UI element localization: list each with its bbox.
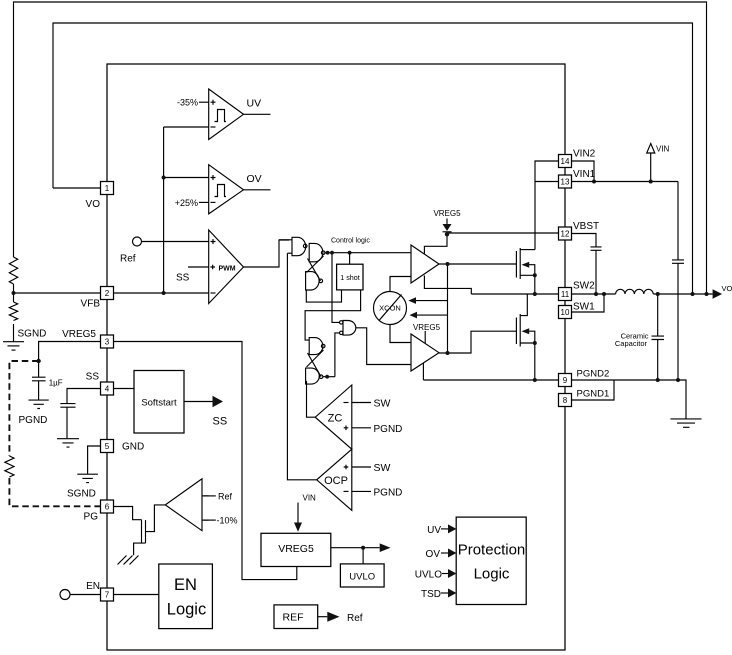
svg-text:14: 14 [561,157,570,166]
svg-text:VBST: VBST [573,221,599,232]
svg-text:1: 1 [105,184,110,193]
svg-text:XCON: XCON [379,304,401,313]
svg-text:+25%: +25% [175,198,198,208]
svg-text:SS: SS [86,372,100,383]
svg-text:5: 5 [105,442,110,451]
svg-text:SGND: SGND [18,329,47,340]
svg-text:VREG5: VREG5 [433,209,461,218]
svg-text:Capacitor: Capacitor [615,339,648,348]
svg-text:PGND: PGND [374,424,403,435]
svg-text:7: 7 [105,591,110,600]
svg-text:PGND1: PGND1 [577,389,610,400]
svg-text:11: 11 [561,290,570,299]
svg-text:4: 4 [105,385,110,394]
svg-text:-10%: -10% [217,516,238,526]
svg-text:VREG5: VREG5 [278,543,314,555]
svg-text:12: 12 [561,230,570,239]
svg-text:UV: UV [247,98,262,110]
svg-text:SW: SW [374,462,391,474]
svg-text:OCP: OCP [324,475,348,487]
svg-text:Ceramic: Ceramic [621,332,649,341]
svg-text:PG: PG [84,512,99,523]
svg-text:10: 10 [561,308,570,317]
svg-text:Control logic: Control logic [331,238,370,245]
svg-text:SW: SW [374,398,391,410]
svg-text:OV: OV [247,173,262,185]
svg-text:PGND: PGND [19,415,48,426]
svg-text:UV: UV [427,525,441,536]
svg-text:Logic: Logic [474,566,510,583]
svg-text:OV: OV [426,549,441,560]
svg-text:TSD: TSD [421,589,441,600]
svg-text:13: 13 [561,178,570,187]
svg-text:VIN2: VIN2 [573,149,596,160]
svg-text:VO: VO [86,199,101,210]
svg-text:Softstart: Softstart [141,398,177,409]
svg-text:EN: EN [86,581,100,592]
svg-text:PGND2: PGND2 [577,369,610,380]
svg-text:VREG5: VREG5 [413,323,441,332]
svg-text:UVLO: UVLO [415,570,442,581]
svg-text:SS: SS [213,416,228,428]
svg-text:ZC: ZC [328,413,343,425]
svg-text:EN: EN [174,576,197,594]
svg-text:VIN1: VIN1 [573,169,596,180]
svg-text:VREG5: VREG5 [62,329,96,340]
svg-text:SGND: SGND [67,489,96,500]
svg-text:VIN: VIN [303,494,317,503]
svg-text:SW1: SW1 [573,302,595,313]
svg-text:8: 8 [563,396,568,405]
svg-text:PWM: PWM [219,265,236,272]
svg-text:Ref: Ref [347,613,363,624]
svg-text:6: 6 [105,503,110,512]
svg-text:3: 3 [105,338,110,347]
svg-text:GND: GND [122,442,144,453]
svg-text:UVLO: UVLO [349,572,375,583]
svg-text:VFB: VFB [81,299,101,310]
svg-text:Ref: Ref [120,254,136,265]
svg-text:VIN: VIN [656,145,670,154]
svg-text:Logic: Logic [167,601,206,619]
svg-text:1µF: 1µF [49,379,63,388]
svg-text:REF: REF [283,612,304,624]
svg-text:SS: SS [176,273,190,284]
svg-text:Ref: Ref [218,492,233,502]
svg-text:PGND: PGND [374,487,403,498]
svg-text:1 shot: 1 shot [340,273,360,282]
svg-text:SW2: SW2 [573,281,595,292]
svg-text:VO: VO [722,284,732,293]
svg-text:2: 2 [105,289,110,298]
svg-text:-35%: -35% [177,98,198,108]
svg-text:Protection: Protection [458,542,526,559]
svg-text:9: 9 [563,376,568,385]
